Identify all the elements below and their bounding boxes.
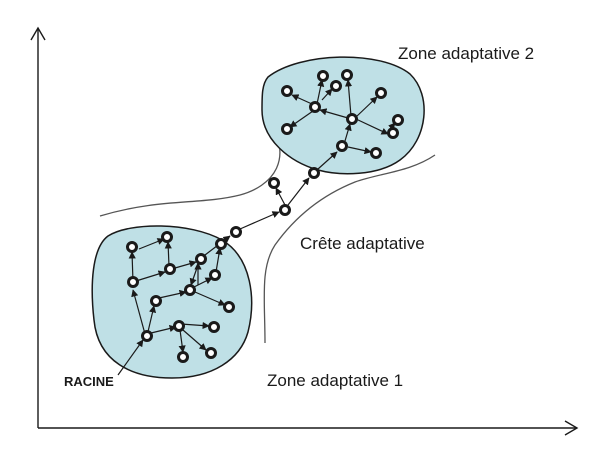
ridge-label: Crête adaptative [300, 234, 425, 253]
node [126, 241, 138, 253]
arrow [178, 329, 186, 353]
node [173, 320, 185, 332]
arrow [317, 151, 338, 170]
arrow [182, 329, 207, 351]
node [375, 87, 387, 99]
arrow [344, 123, 352, 142]
node [370, 147, 382, 159]
node [161, 231, 173, 243]
adaptive-zone-2 [261, 56, 425, 175]
node [184, 284, 196, 296]
root-label: RACINE [64, 374, 114, 389]
arrows-zone-2 [289, 79, 396, 155]
arrow [135, 270, 166, 282]
node [208, 321, 220, 333]
node [330, 80, 342, 92]
arrow [194, 291, 226, 306]
node [341, 69, 353, 81]
node [346, 113, 358, 125]
arrows-ridge [204, 151, 338, 256]
arrow [180, 321, 210, 330]
node [309, 101, 321, 113]
y-axis-arrowhead [30, 26, 46, 41]
node [308, 167, 320, 179]
arrow [193, 277, 213, 288]
arrow [319, 108, 349, 119]
ridge-boundaries [99, 109, 436, 344]
arrow [316, 79, 325, 105]
arrow [291, 94, 313, 105]
node [223, 301, 235, 313]
node [392, 114, 404, 126]
arrow [164, 241, 172, 267]
root-arrow [117, 339, 144, 376]
x-axis-arrowhead [564, 420, 579, 436]
node [177, 351, 189, 363]
arrow [158, 289, 187, 299]
arrow [239, 211, 280, 230]
node [268, 177, 280, 189]
node [195, 253, 207, 265]
arrow [150, 325, 177, 334]
arrow [215, 247, 223, 273]
node [281, 123, 293, 135]
node [387, 127, 399, 139]
zone-1-label: Zone adaptative 1 [267, 371, 403, 390]
arrow [344, 79, 353, 117]
nodes [126, 69, 404, 363]
node [230, 226, 242, 238]
node [150, 295, 162, 307]
arrow [174, 260, 197, 269]
ridge-upper-boundary [99, 109, 281, 217]
node [141, 330, 153, 342]
ridge-lower-boundary [263, 154, 436, 344]
arrow [131, 289, 146, 335]
arrow [289, 110, 314, 128]
zone-2-label: Zone adaptative 2 [398, 44, 534, 63]
node [127, 276, 139, 288]
node [279, 204, 291, 216]
node [215, 238, 227, 250]
node [164, 263, 176, 275]
node [336, 140, 348, 152]
arrow [287, 177, 310, 206]
arrow [275, 187, 286, 206]
node [317, 70, 329, 82]
node [281, 85, 293, 97]
arrow [355, 96, 378, 118]
axes [30, 26, 579, 436]
arrow [355, 118, 389, 135]
node [209, 269, 221, 281]
node [205, 347, 217, 359]
arrow [138, 238, 165, 250]
arrow [321, 88, 333, 101]
arrow [347, 146, 372, 155]
